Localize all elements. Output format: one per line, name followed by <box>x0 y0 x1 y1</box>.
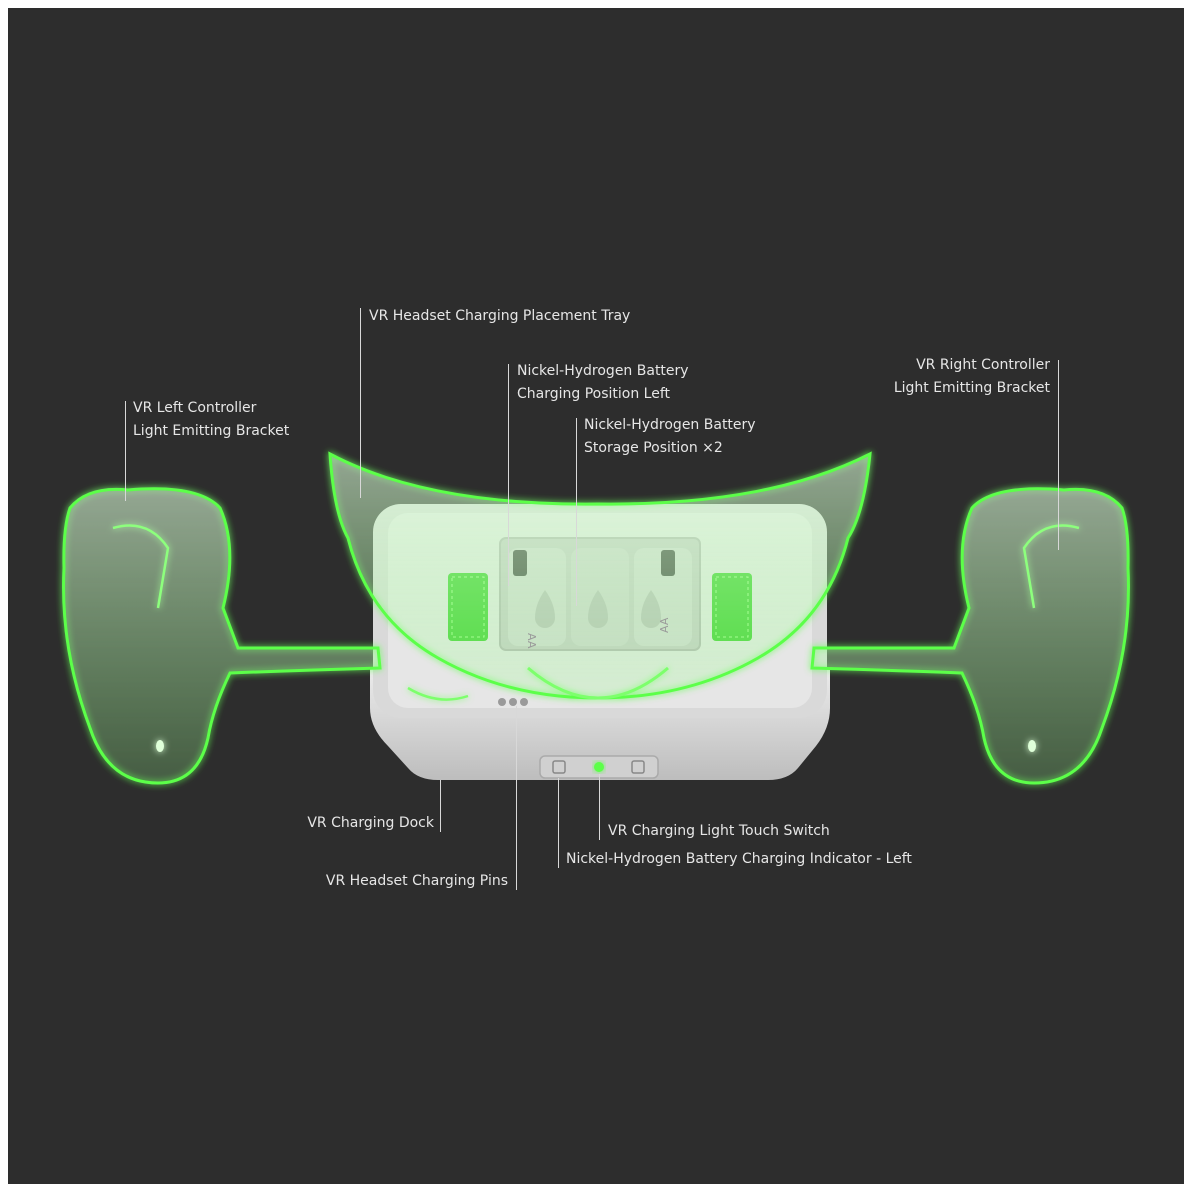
battery-charging-callout-line <box>508 364 509 586</box>
right-bracket-callout-line <box>1058 360 1059 550</box>
pins-label: VR Headset Charging Pins <box>298 870 508 893</box>
tray-label: VR Headset Charging Placement Tray <box>369 305 630 328</box>
headset-charging-pins <box>498 698 528 706</box>
pins-callout-line <box>516 706 517 890</box>
right-bracket-label: VR Right Controller Light Emitting Brack… <box>868 354 1050 400</box>
left-bracket-callout-line <box>125 401 126 501</box>
touch-switch-label: VR Charging Light Touch Switch <box>608 820 830 843</box>
battery-charging-label: Nickel-Hydrogen Battery Charging Positio… <box>517 360 689 406</box>
tray-callout-line <box>360 308 361 498</box>
battery-mark-right: AA <box>658 617 671 633</box>
indicator-callout-line <box>558 778 559 868</box>
indicator-label: Nickel-Hydrogen Battery Charging Indicat… <box>566 848 912 871</box>
left-controller-bracket <box>64 489 380 783</box>
product-photo-panel: AA AA VR Headset Charging Placement Tray… <box>8 8 1184 1184</box>
left-bracket-label: VR Left Controller Light Emitting Bracke… <box>133 397 289 443</box>
dock-label: VR Charging Dock <box>288 812 434 835</box>
battery-storage-callout-line <box>576 418 577 606</box>
battery-storage-label: Nickel-Hydrogen Battery Storage Position… <box>584 414 756 460</box>
right-controller-bracket <box>812 489 1128 783</box>
battery-mark-left: AA <box>525 633 538 649</box>
charging-dock-illustration: AA AA <box>8 8 1184 1184</box>
dock-callout-line <box>440 780 441 832</box>
touch-switch-icon[interactable] <box>594 762 604 772</box>
switch-callout-line <box>599 774 600 840</box>
